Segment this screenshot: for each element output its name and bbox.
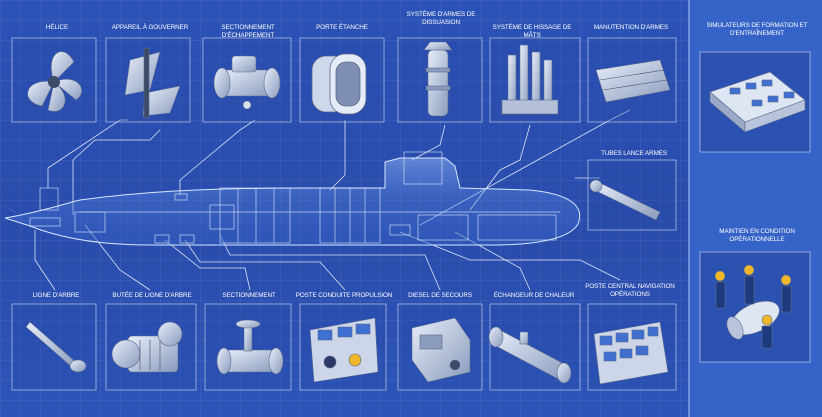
mast-hoisting-icon	[501, 44, 559, 115]
label-appareil-a-gouverner: Appareil à gouverner	[111, 24, 189, 31]
exhaust-valve-icon	[213, 55, 281, 110]
label-diesel-secours: Diesel de secours	[408, 292, 472, 299]
thrust-bearing-icon	[111, 321, 183, 373]
label-simulateurs: Simulateurs de formation et d'entraîneme…	[706, 22, 808, 37]
label-systeme-armes-dissuasion: Système d'armes de dissuasion	[406, 11, 476, 26]
submarine-cutaway	[2, 151, 581, 246]
label-poste-central-navigation: Poste central navigation opérations	[585, 283, 675, 298]
label-poste-conduite-propulsion: Poste conduite propulsion	[295, 292, 393, 299]
label-maintien-condition: Maintien en condition opérationnelle	[719, 228, 795, 243]
label-helice: Hélice	[45, 24, 69, 31]
steering-gear-icon	[124, 47, 181, 119]
missile-tube-icon	[423, 41, 453, 117]
weapon-handling-icon	[595, 59, 671, 103]
label-echangeur-chaleur: Échangeur de chaleur	[493, 292, 575, 299]
shaft-line-icon	[25, 321, 87, 373]
maintenance-team-icon	[714, 264, 792, 349]
gate-valve-icon	[216, 319, 284, 375]
label-systeme-hissage-mats: Système de hissage de mâts	[492, 24, 572, 39]
label-ligne-arbre: Ligne d'arbre	[32, 292, 80, 299]
label-sectionnement-echappement: Sectionnement d'échappement	[221, 24, 275, 39]
label-tubes-lance-armes: Tubes lance armes	[601, 150, 667, 157]
label-butee-ligne-arbre: Butée de ligne d'arbre	[112, 292, 192, 299]
watertight-door-icon	[311, 53, 367, 115]
torpedo-tube-icon	[589, 179, 661, 221]
label-manutention-armes: Manutention d'armes	[593, 24, 669, 31]
propulsion-console-icon	[309, 317, 379, 383]
services-panel: Simulateurs de formation et d'entraîneme…	[688, 0, 822, 417]
diesel-generator-icon	[411, 317, 471, 383]
heat-exchanger-icon	[488, 326, 572, 384]
navigation-console-icon	[593, 321, 669, 385]
propeller-icon	[27, 51, 82, 112]
label-sectionnement: Sectionnement	[222, 292, 276, 299]
label-porte-etanche: Porte étanche	[316, 24, 368, 31]
simulator-room-icon	[709, 71, 806, 133]
